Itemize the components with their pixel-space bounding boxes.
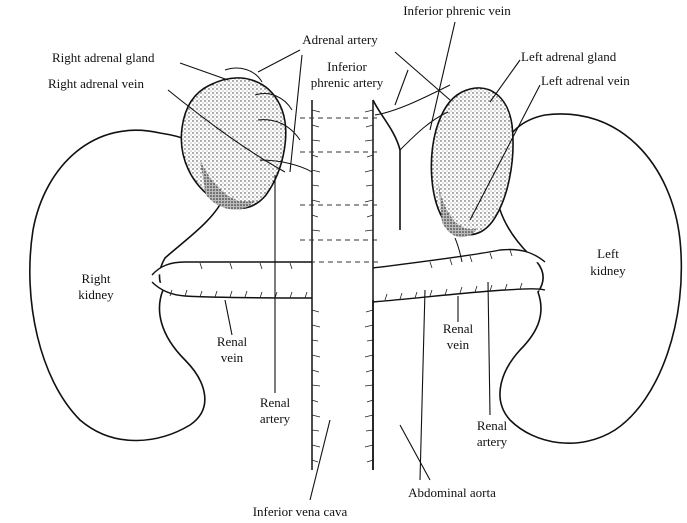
label-adrenal-artery: Adrenal artery <box>302 32 378 47</box>
label-left-adrenal-gland: Left adrenal gland <box>521 49 617 64</box>
left-kidney <box>496 114 682 443</box>
label-renal-artery-left-1: Renal <box>477 418 508 433</box>
label-inferior-phrenic-artery-2: phrenic artery <box>311 75 384 90</box>
label-renal-vein-left-2: vein <box>447 337 470 352</box>
label-inferior-vena-cava: Inferior vena cava <box>253 504 348 519</box>
abdominal-aorta <box>373 100 400 470</box>
label-renal-vein-left-1: Renal <box>443 321 474 336</box>
label-right-adrenal-vein: Right adrenal vein <box>48 76 145 91</box>
label-left-kidney-2: kidney <box>590 263 626 278</box>
label-renal-vein-right-1: Renal <box>217 334 248 349</box>
label-left-kidney-1: Left <box>597 246 619 261</box>
leader-adrenal-artery-right <box>258 50 300 72</box>
right-adrenal-gland <box>181 78 285 209</box>
label-right-kidney-2: kidney <box>78 287 114 302</box>
label-renal-artery-left-2: artery <box>477 434 508 449</box>
label-right-adrenal-gland: Right adrenal gland <box>52 50 155 65</box>
leader-renal-vein-right <box>225 300 232 335</box>
label-renal-artery-right-1: Renal <box>260 395 291 410</box>
label-renal-artery-right-2: artery <box>260 411 291 426</box>
inferior-vena-cava <box>312 100 373 470</box>
leader-inferior-phrenic-artery <box>395 70 408 105</box>
leader-adrenal-artery-mid <box>290 55 302 172</box>
leader-abdominal-aorta <box>400 425 430 480</box>
label-renal-vein-right-2: vein <box>221 350 244 365</box>
label-inferior-phrenic-artery-1: Inferior <box>327 59 367 74</box>
right-renal-vein <box>152 262 312 298</box>
label-abdominal-aorta: Abdominal aorta <box>408 485 496 500</box>
leader-right-adrenal-gland <box>180 63 228 80</box>
leader-left-adrenal-gland <box>490 60 520 102</box>
left-renal-vein <box>373 250 545 303</box>
label-inferior-phrenic-vein: Inferior phrenic vein <box>403 3 511 18</box>
leader-abdominal-aorta-2 <box>420 290 425 480</box>
label-left-adrenal-vein: Left adrenal vein <box>541 73 630 88</box>
inferior-vena-cava-hatching <box>312 110 373 462</box>
label-right-kidney-1: Right <box>82 271 111 286</box>
leader-adrenal-artery-left <box>395 52 450 100</box>
leader-renal-artery-left <box>488 282 490 415</box>
